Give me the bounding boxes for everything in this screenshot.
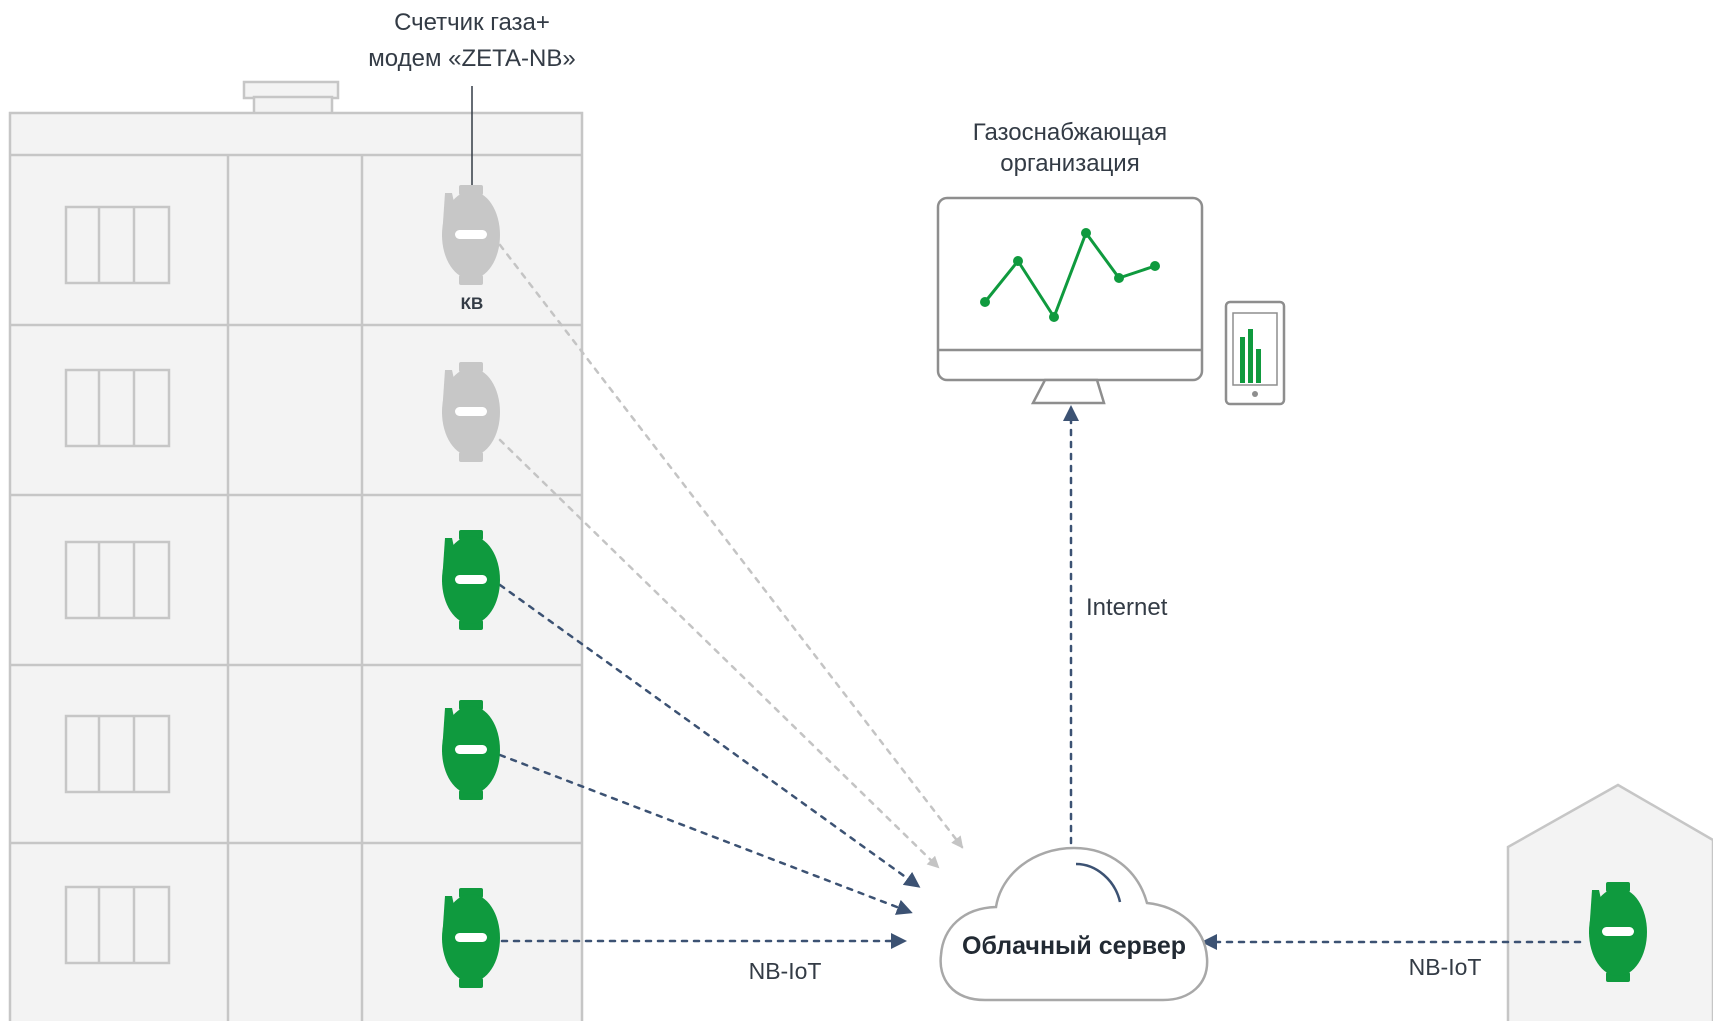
- org-label-line2: организация: [1000, 150, 1140, 177]
- cloud-server-label: Облачный сервер: [962, 932, 1186, 960]
- link-floor-2: [498, 438, 940, 869]
- tablet-icon: [1224, 300, 1286, 406]
- meter-display: [455, 575, 487, 584]
- meter-label-line2: модем «ZETA-NB»: [368, 45, 576, 72]
- apartment-label: КВ: [460, 294, 484, 313]
- nbiot-left-label: NB-IoT: [748, 958, 822, 984]
- cloud-icon: [939, 846, 1209, 1002]
- window: [64, 714, 171, 794]
- window: [64, 540, 171, 620]
- link-floor-3: [498, 583, 921, 888]
- nbiot-right-label: NB-IoT: [1408, 954, 1482, 980]
- meter-display: [455, 745, 487, 754]
- meter-label-line1: Счетчик газа+: [394, 9, 550, 36]
- org-label-line1: Газоснабжающая: [972, 119, 1168, 146]
- meter-display: [1602, 927, 1634, 936]
- meter-display: [455, 933, 487, 942]
- links: [498, 243, 1582, 950]
- window: [64, 205, 171, 285]
- meter-display: [455, 230, 487, 239]
- meter-display: [455, 407, 487, 416]
- windows: [64, 205, 171, 965]
- monitor-icon: [936, 196, 1204, 405]
- internet-label: Internet: [1086, 594, 1168, 621]
- floor-dividers: [10, 153, 582, 1021]
- roof-vent-base: [252, 95, 334, 116]
- link-floor-4: [498, 753, 913, 915]
- window: [64, 885, 171, 965]
- window: [64, 368, 171, 448]
- roof-vent: [242, 80, 340, 100]
